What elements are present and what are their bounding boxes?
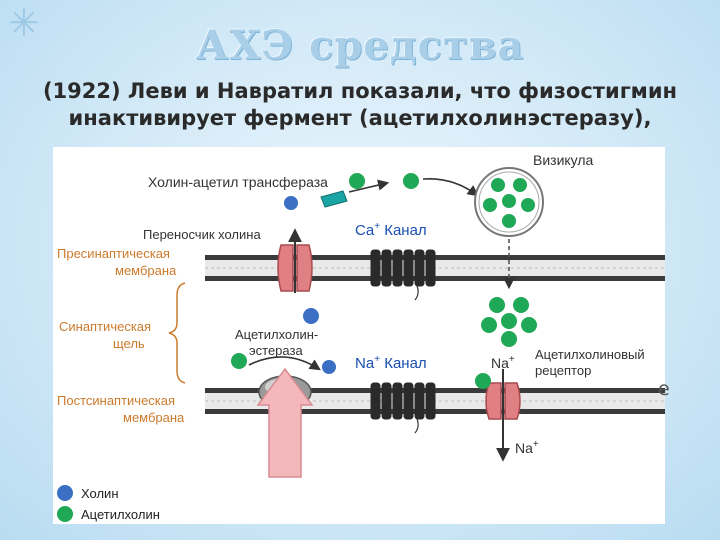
slide-title: АХЭ средства [195, 22, 525, 69]
presynaptic-label-line2: мембрана [115, 263, 177, 278]
na-ion-bottom-label: Na+ [515, 439, 539, 456]
choline-molecule-icon [303, 308, 319, 324]
acetylcholine-molecule-icon [403, 173, 419, 189]
vesicle-label: Визикула [533, 152, 594, 168]
legend-choline-icon [57, 485, 73, 501]
synaptic-cleft-label-line2: щель [113, 336, 145, 351]
trailing-text-fragment: е [658, 378, 670, 400]
receptor-label-line1: Ацетилхолиновый [535, 347, 645, 362]
synapse-diagram-svg: Визикула Холин-ацетил трансфераза Перено… [57, 152, 665, 522]
transferase-label: Холин-ацетил трансфераза [148, 174, 328, 190]
choline-molecule-icon [284, 196, 298, 210]
na-ion-top-label: Na+ [491, 354, 515, 371]
released-acetylcholine-cluster [481, 297, 537, 347]
postsynaptic-label-line2: мембрана [123, 410, 185, 425]
legend-acetylcholine-icon [57, 506, 73, 522]
legend-choline-label: Холин [81, 486, 119, 501]
legend: Холин Ацетилхолин [57, 485, 160, 522]
legend-acetylcholine-label: Ацетилхолин [81, 507, 160, 522]
na-channel-icon [370, 382, 436, 434]
acetylcholine-molecule-icon [349, 173, 365, 189]
synaptic-cleft-brace [168, 282, 186, 384]
inhibition-arrow-icon [256, 367, 314, 478]
vesicle-icon [474, 167, 544, 237]
na-channel-label: Na+ Канал [355, 354, 427, 372]
ca-channel-label: Ca+ Канал [355, 221, 427, 239]
transferase-enzyme-icon [320, 179, 390, 208]
acetylcholine-molecule-icon [231, 353, 247, 369]
choline-transporter-icon [277, 228, 313, 293]
hydrolysis-arrow [248, 356, 321, 371]
esterase-label-line2: эстераза [249, 343, 303, 358]
acetylcholine-receptor-icon [485, 369, 521, 462]
acetylcholine-molecule-icon [475, 373, 491, 389]
acetylcholine-to-vesicle-arrow [422, 178, 479, 197]
synapse-diagram: Визикула Холин-ацетил трансфераза Перено… [53, 147, 665, 524]
synaptic-cleft-label-line1: Синаптическая [59, 319, 151, 334]
choline-transporter-label: Переносчик холина [143, 227, 261, 242]
postsynaptic-label-line1: Постсинаптическая [57, 393, 175, 408]
presynaptic-label-line1: Пресинаптическая [57, 246, 170, 261]
choline-molecule-icon [322, 360, 336, 374]
esterase-label-line1: Ацетилхолин- [235, 327, 318, 342]
ca-channel-icon [370, 249, 436, 301]
receptor-label-line2: рецептор [535, 363, 591, 378]
slide-subtitle: (1922) Леви и Навратил показали, что физ… [42, 79, 678, 130]
star-decoration-icon: ✳ [8, 1, 40, 45]
